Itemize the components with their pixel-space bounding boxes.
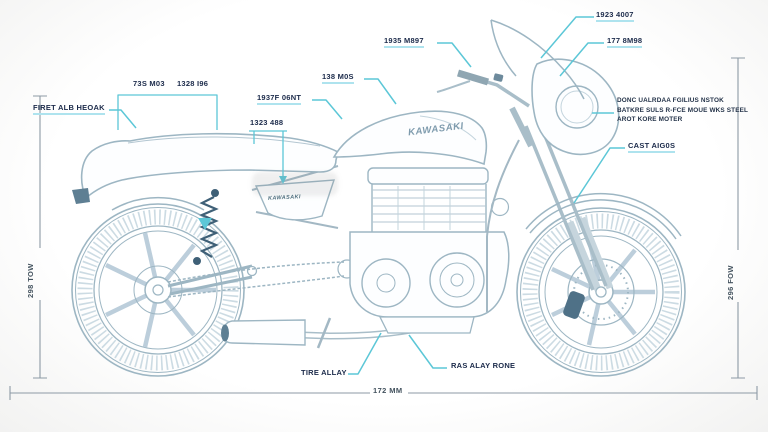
leader-tail [109,109,137,129]
drive-chain [167,261,345,283]
muffler [221,319,306,346]
leader-lines [109,16,625,375]
callout-seat-span-left: 73S M03 [133,79,165,88]
fairing [531,58,620,156]
leader-fork [573,147,625,204]
callout-handlebar: 1935 M897 [384,36,424,48]
callout-tank-front: 1937F 06NT [257,93,302,105]
callout-rear-wheel: RAS ALAY RONE [451,361,516,370]
leader-rear-wheel [408,334,447,369]
fuel-tank [332,110,488,166]
seat-span-bracket [117,94,218,130]
spec-line: DONC UALRDAA FGILIUS NSTOK [617,97,724,104]
leader-handlebar [437,42,472,68]
rear-wheel [71,203,245,377]
leader-windscreen-top [540,16,594,59]
arrowhead-seat [279,176,287,184]
callout-seat-height: 1323 488 [250,118,284,127]
clutch-lever [436,80,471,93]
rear-inner-fender [111,196,205,211]
dimension-overall-length: 172 MM [373,386,403,395]
callout-tail-hook: FIRET ALB HEOAK [33,103,105,115]
callout-seat-span-right: 1328 I96 [177,79,209,88]
tail-light [72,188,90,204]
front-fender [525,192,682,240]
callout-fairing: 177 8M98 [607,36,643,48]
kickstand [316,317,332,349]
swingarm [167,264,253,288]
callout-tank-top: 138 M0S [322,72,354,84]
spec-line: BATKRE SULS R-FCE MOUE WKS STEEL [617,106,749,114]
marker-arrow-shock [198,218,212,230]
leader-tank-front [312,99,343,120]
callout-windscreen-top: 1923 4007 [596,10,634,22]
alternator-cover [361,258,411,308]
oil-pan [378,316,475,334]
grip [456,69,490,86]
engine [349,167,510,334]
rear-assembly [111,196,357,298]
leader-tire [348,332,382,375]
leader-tank-top [364,78,397,105]
steering-head [509,106,534,148]
brake-caliper [563,291,585,319]
seat-unit [72,132,339,204]
cylinder-fins [372,189,486,223]
dimension-left-height: 298 TOW [26,263,35,298]
spec-block: DONC UALRDAA FGILIUS NSTOK BATKRE SULS R… [617,96,748,125]
spec-line: AROT KORE MOTER [617,116,683,123]
dimension-right-height: 296 FOW [726,265,735,300]
clutch-cover [429,252,485,308]
muffler-tip [221,324,229,342]
windscreen [490,19,585,100]
seat-height-bracket [249,130,287,176]
dimension-lines [9,57,758,400]
cam-cover [367,167,489,185]
watermark [252,172,338,196]
callout-front-fork: CAST AIG0S [628,141,676,153]
callout-tire: TIRE ALLAY [301,368,347,377]
side-cover [254,179,335,221]
leader-fairing [559,42,604,77]
handlebar [436,69,530,108]
master-cylinder [493,73,504,82]
rear-shock [193,189,219,265]
